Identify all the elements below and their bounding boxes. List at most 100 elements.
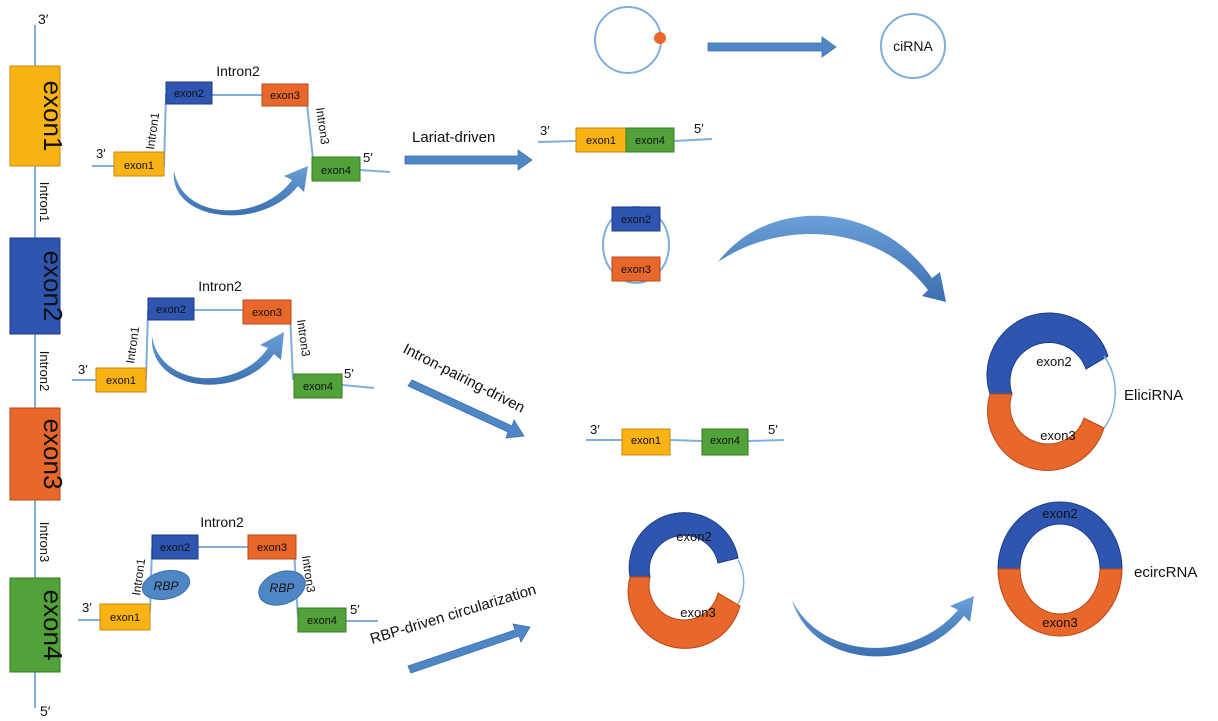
svg-text:exon1: exon1 xyxy=(110,612,140,624)
rbp-ring-exon2 xyxy=(628,512,739,578)
lariat-circle xyxy=(594,6,662,74)
pairing-loop-exon2 xyxy=(611,206,661,232)
pairing-intron1-label: Intron1 xyxy=(123,325,142,364)
to-elicirna-arrow xyxy=(718,215,946,302)
pairing-curved-arrow xyxy=(151,332,284,385)
intron-pairing-arrow xyxy=(407,379,525,439)
cirna-circle xyxy=(880,13,946,79)
svg-text:exon2: exon2 xyxy=(621,214,651,226)
lariat-product-5prime: 5′ xyxy=(694,121,704,136)
ecircrna-panel: exon2 exon3 ecircRNA xyxy=(997,501,1197,637)
gene-exon1-label: exon1 xyxy=(38,81,68,152)
gene-exon1-block xyxy=(9,65,61,167)
pairing-3prime: 3′ xyxy=(78,362,88,377)
lariat-curved-arrow xyxy=(173,166,308,216)
lariat-3prime: 3′ xyxy=(96,146,106,161)
pairing-product-5prime: 5′ xyxy=(768,422,778,437)
svg-text:exon4: exon4 xyxy=(303,381,333,393)
svg-text:exon2: exon2 xyxy=(1036,354,1071,369)
elicirna-exon3-arc xyxy=(987,393,1105,471)
lariat-branch-point xyxy=(654,32,666,44)
gene-exon3-block xyxy=(9,407,61,501)
svg-text:exon3: exon3 xyxy=(1042,615,1077,630)
svg-text:exon3: exon3 xyxy=(270,90,300,102)
lariat-exon4 xyxy=(311,156,361,182)
elicirna-panel: exon2 exon3 EliciRNA xyxy=(986,312,1183,471)
gene-exon4-label: exon4 xyxy=(38,590,68,661)
svg-text:exon1: exon1 xyxy=(631,435,661,447)
pairing-product-exon4 xyxy=(701,428,749,456)
pairing-exon2 xyxy=(147,297,195,321)
gene-exon2-label: exon2 xyxy=(38,251,68,322)
rbp-left-protein xyxy=(141,569,191,601)
rbp-intron1-label: Intron1 xyxy=(129,557,148,596)
lariat-intron2-label: Intron2 xyxy=(216,63,260,79)
svg-text:RBP: RBP xyxy=(154,579,179,593)
svg-text:exon2: exon2 xyxy=(676,529,711,544)
lariat-exon2 xyxy=(165,81,213,105)
lariat-5prime: 5′ xyxy=(363,150,373,165)
svg-text:exon2: exon2 xyxy=(160,542,190,554)
ecircrna-exon3-arc xyxy=(997,568,1123,637)
pairing-exon4 xyxy=(293,373,343,399)
lariat-exon3 xyxy=(261,83,309,107)
lariat-product-exon4 xyxy=(625,127,675,153)
svg-text:exon2: exon2 xyxy=(156,304,186,316)
rbp-3prime: 3′ xyxy=(82,600,92,615)
gene-intron3-label: Intron3 xyxy=(37,522,52,562)
gene-exon4-block xyxy=(9,577,61,673)
svg-text:exon2: exon2 xyxy=(174,88,204,100)
rbp-panel: exon1 exon2 exon3 exon4 RBP RBP Intron2 … xyxy=(78,512,974,674)
svg-text:exon4: exon4 xyxy=(307,615,337,627)
rbp-right-protein xyxy=(258,570,306,606)
ecircrna-label: ecircRNA xyxy=(1134,564,1197,581)
svg-text:RBP: RBP xyxy=(270,581,295,595)
svg-text:exon1: exon1 xyxy=(586,135,616,147)
to-ecircrna-arrow xyxy=(792,596,974,657)
svg-text:exon3: exon3 xyxy=(680,605,715,620)
svg-text:exon4: exon4 xyxy=(321,165,351,177)
rbp-ring-exon3 xyxy=(627,576,741,649)
gene-structure: 3′ 5′ exon1 Intron1 exon2 Intron2 exon3 … xyxy=(9,11,68,719)
svg-text:exon3: exon3 xyxy=(621,264,651,276)
rbp-exon2 xyxy=(151,534,199,560)
svg-text:exon1: exon1 xyxy=(124,160,154,172)
elicirna-intron xyxy=(1103,355,1116,429)
svg-text:exon3: exon3 xyxy=(1040,428,1075,443)
intron-pairing-panel: exon1 exon2 exon3 exon4 Intron2 Intron1 … xyxy=(72,206,946,456)
svg-text:exon4: exon4 xyxy=(635,135,665,147)
rbp-exon3 xyxy=(247,534,297,560)
cirna-label: ciRNA xyxy=(893,38,933,54)
pairing-loop-exon3 xyxy=(611,256,661,282)
rbp-intron2-label: Intron2 xyxy=(200,514,244,530)
rbp-driven-arrow xyxy=(407,623,531,674)
rbp-intron3-label: Intron3 xyxy=(299,554,318,593)
gene-intron1-label: Intron1 xyxy=(37,182,52,222)
gene-3prime-end: 3′ xyxy=(38,11,49,27)
cirna-arrow xyxy=(707,36,837,58)
rbp-exon1 xyxy=(99,603,151,631)
elicirna-label: EliciRNA xyxy=(1124,387,1183,404)
gene-exon3-label: exon3 xyxy=(38,419,68,490)
pairing-5prime: 5′ xyxy=(344,366,354,381)
gene-5prime-end: 5′ xyxy=(40,703,51,719)
gene-intron2-label: Intron2 xyxy=(37,351,52,391)
lariat-driven-arrow xyxy=(404,149,533,171)
lariat-panel: exon1 exon2 exon3 exon4 Intron2 Intron1 … xyxy=(92,6,946,216)
rbp-ring-intron xyxy=(737,559,745,605)
lariat-intron3-label: Intron3 xyxy=(313,106,332,145)
lariat-intron1-label: Intron1 xyxy=(143,111,162,150)
svg-text:exon1: exon1 xyxy=(106,375,136,387)
pairing-product-exon1 xyxy=(621,428,671,456)
elicirna-exon2-arc xyxy=(986,312,1109,395)
ecircrna-exon2-arc xyxy=(997,501,1123,570)
svg-text:exon4: exon4 xyxy=(710,435,740,447)
rbp-5prime: 5′ xyxy=(350,602,360,617)
pairing-product-3prime: 3′ xyxy=(590,422,600,437)
svg-text:exon3: exon3 xyxy=(252,307,282,319)
lariat-product-exon1 xyxy=(575,127,627,153)
rbp-exon4 xyxy=(297,607,347,633)
pairing-intron3-label: Intron3 xyxy=(294,318,313,357)
pairing-exon3 xyxy=(242,299,292,325)
